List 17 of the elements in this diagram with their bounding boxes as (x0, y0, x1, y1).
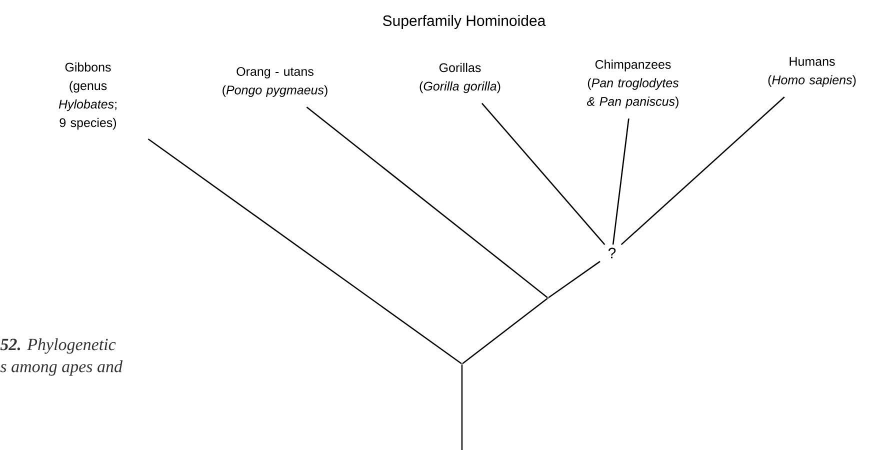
taxon-label: Orang - utans (Pongo pygmaeus) (222, 67, 328, 97)
branch-line (481, 102, 606, 245)
question-mark: ? (608, 248, 616, 258)
branch-line (462, 298, 548, 364)
title: Superfamily Hominoidea (382, 15, 546, 29)
taxon-label: Gibbons (genus Hylobates; 9 species) (58, 62, 116, 130)
branch-line (612, 118, 630, 245)
taxon-label: Chimpanzees (Pan troglodytes & Pan paniscus) (587, 60, 679, 108)
branch-line (548, 260, 600, 298)
taxon-label: Gorillas (Gorilla gorilla) (420, 62, 500, 94)
caption-text: s among apes and (0, 360, 123, 376)
branch-line (461, 364, 463, 450)
branch-line (620, 96, 785, 246)
branch-line (148, 138, 462, 364)
taxon-label: Humans (Homo sapiens) (768, 57, 856, 87)
branch-line (306, 106, 548, 298)
caption-text: 52. Phylogenetic (0, 338, 116, 354)
